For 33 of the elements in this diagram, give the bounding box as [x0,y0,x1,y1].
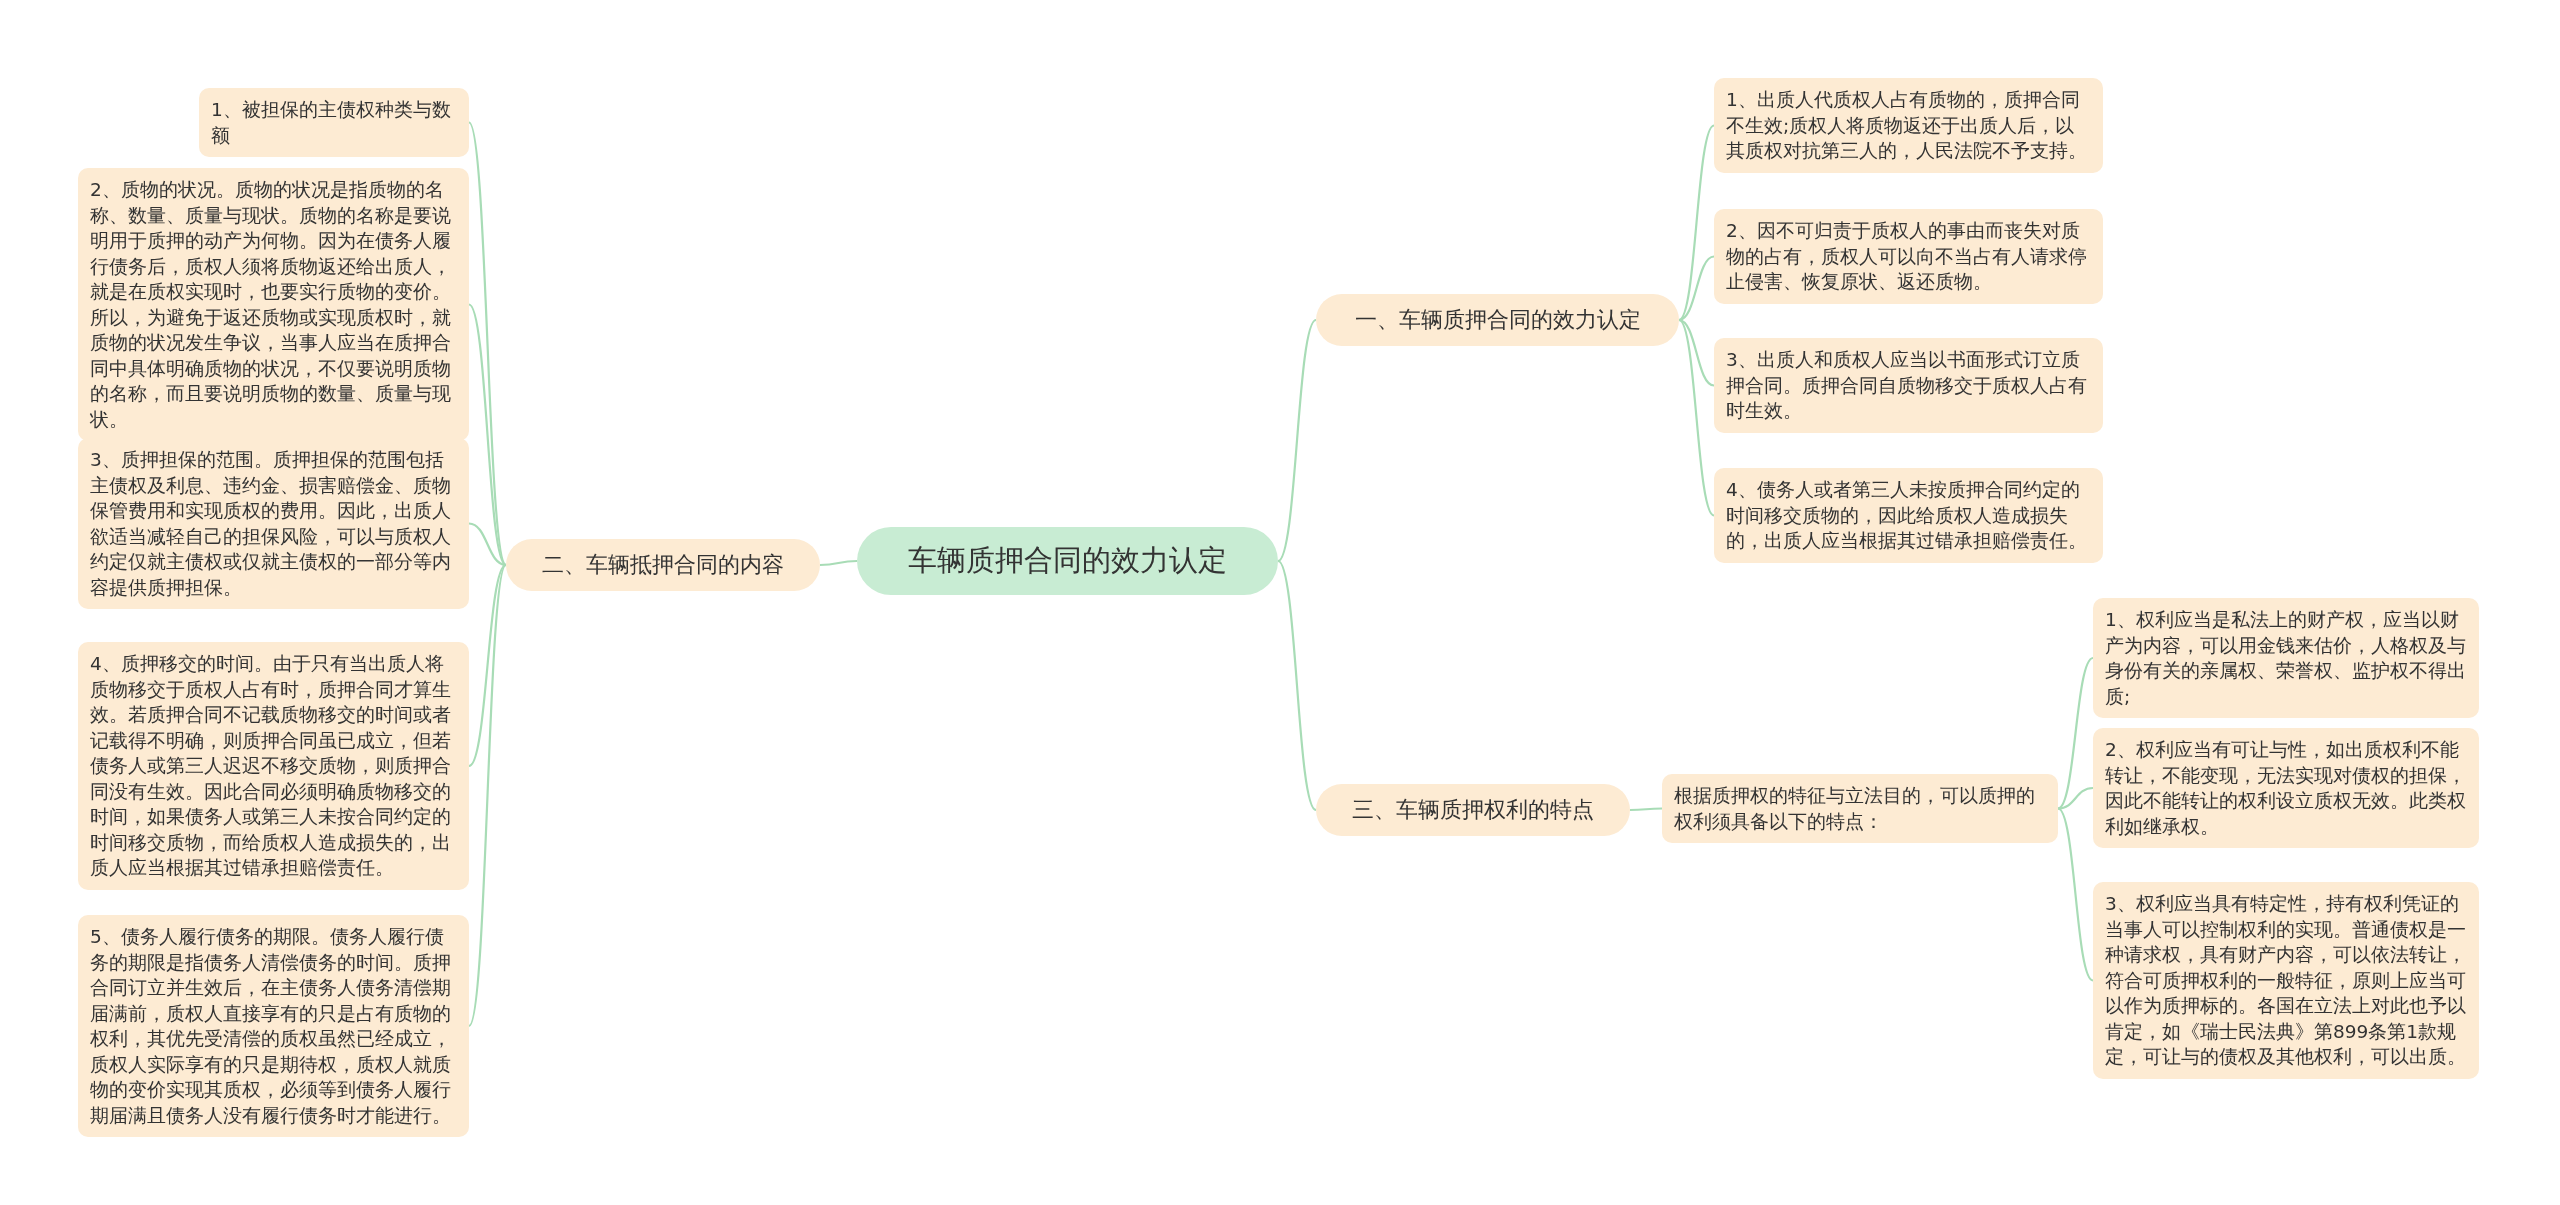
note-box: 2、权利应当有可让与性，如出质权利不能转让，不能变现，无法实现对债权的担保，因此不能转让的权利设立质权无效。此类权利如继承权。 [2093,728,2479,849]
note-box: 4、质押移交的时间。由于只有当出质人将质物移交于质权人占有时，质押合同才算生效。若质押合同不记载质物移交的时间或者记载得不明确，则质押合同虽已成立，但若债务人或第三人迟迟不移交质物，则质押合同没有生效。因此合同必须明确质物移交的时间，如果债务人或第三人未按合同约定的时间移交质物，而给质权人造成损失的，出质人应当根据其过错承担赔偿责任。 [78,642,469,890]
connector-line [468,564,507,1027]
connector-line [1630,807,1662,812]
connector-line [468,564,507,767]
connector-line [1678,124,1715,321]
note-box: 1、权利应当是私法上的财产权，应当以财产为内容，可以用金钱来估价，人格权及与身份有关的亲属权、荣誉权、监护权不得出质; [2093,598,2479,719]
note-box: 3、质押担保的范围。质押担保的范围包括主债权及利息、违约金、损害赔偿金、质物保管费用和实现质权的费用。因此，出质人欲适当减轻自己的担保风险，可以与质权人约定仅就主债权或仅就主债权的一部分等内容提供质押担保。 [78,438,469,610]
topic-box: 二、车辆抵押合同的内容 [506,539,820,591]
note-box: 1、被担保的主债权种类与数额 [199,88,469,158]
connector-line [468,122,507,566]
note-box: 2、质物的状况。质物的状况是指质物的名称、数量、质量与现状。质物的名称是要说明用于质押的动产为何物。因为在债务人履行债务后，质权人须将质物返还给出质人，就是在质权实现时，也要实行质物的变价。所以，为避免于返还质物或实现质权时，就质物的状况发生争议，当事人应当在质押合同中具体明确质物的状况，不仅要说明质物的名称，而且要说明质物的数量、质量与现状。 [78,168,469,442]
connector-line [468,303,507,566]
connector-line [2057,807,2094,982]
note-box: 1、出质人代质权人占有质物的，质押合同不生效;质权人将质物返还于出质人后，以其质权对抗第三人的，人民法院不予支持。 [1714,78,2103,173]
note-box: 根据质押权的特征与立法目的，可以质押的权利须具备以下的特点： [1662,774,2058,844]
connector-line [2057,657,2094,810]
connector-line [1678,255,1715,322]
note-box: 4、债务人或者第三人未按质押合同约定的时间移交质物的，因此给质权人造成损失的，出质人应当根据其过错承担赔偿责任。 [1714,468,2103,563]
note-box: 3、出质人和质权人应当以书面形式订立质押合同。质押合同自质物移交于质权人占有时生效。 [1714,338,2103,433]
note-box: 3、权利应当具有特定性，持有权利凭证的当事人可以控制权利的实现。普通债权是一种请求权，具有财产内容，可以依法转让，符合可质押权利的一般特征，原则上应当可以作为质押标的。各国在立法上对此也予以肯定，如《瑞士民法典》第899条第1款规定，可让与的债权及其他权利，可以出质。 [2093,882,2479,1079]
connector-line [820,559,857,567]
connector-line [2057,786,2094,810]
connector-line [468,522,507,567]
connector-line [1277,560,1317,811]
connector-line [1678,318,1715,387]
topic-box: 一、车辆质押合同的效力认定 [1316,294,1679,346]
connector-line [1678,319,1715,517]
note-box: 2、因不可归责于质权人的事由而丧失对质物的占有，质权人可以向不当占有人请求停止侵害、恢复原状、返还质物。 [1714,209,2103,304]
topic-box: 三、车辆质押权利的特点 [1316,784,1630,836]
central-topic: 车辆质押合同的效力认定 [857,527,1278,595]
connector-line [1277,319,1317,562]
note-box: 5、债务人履行债务的期限。债务人履行债务的期限是指债务人清偿债务的时间。质押合同订立并生效后，在主债务人债务清偿期届满前，质权人直接享有的只是占有质物的权利，其优先受清偿的质权虽然已经成立，质权人实际享有的只是期待权，质权人就质物的变价实现其质权，必须等到债务人履行期届满且债务人没有履行债务时才能进行。 [78,915,469,1138]
